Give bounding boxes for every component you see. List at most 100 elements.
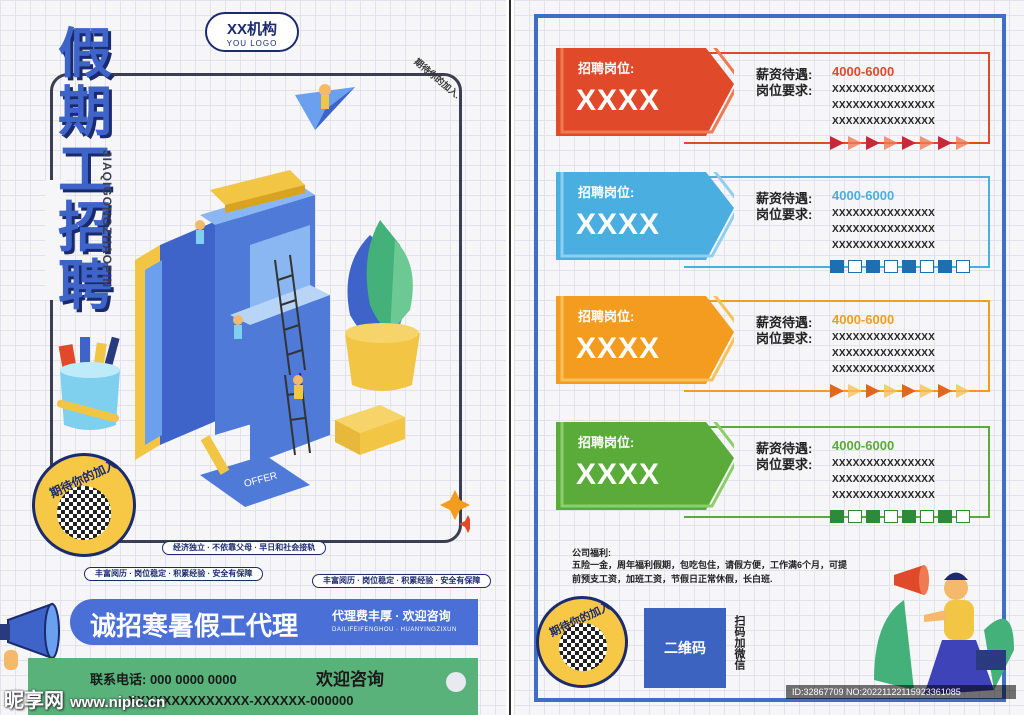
- salary-value: 4000-6000: [832, 64, 895, 79]
- poster-title: 假 期 工 招 聘: [58, 25, 126, 315]
- panel-divider: [509, 0, 511, 715]
- square-decor: [830, 260, 844, 273]
- square-decor: [956, 510, 970, 523]
- triangle-decor: [884, 384, 898, 398]
- triangle-decor: [884, 136, 898, 150]
- triangle-decor: [848, 136, 862, 150]
- poster-front: XX机构 YOU LOGO 假 期 工 招 聘 JIAQIGONGZHAOPIN…: [0, 0, 506, 715]
- title-pinyin: JIAQIGONGZHAOPIN: [100, 150, 114, 289]
- title-char: 期: [58, 80, 112, 143]
- salary-label: 薪资待遇:: [756, 67, 813, 82]
- requirement-line: XXXXXXXXXXXXXXX: [832, 348, 936, 359]
- title-char: 聘: [58, 254, 112, 317]
- requirement-line: XXXXXXXXXXXXXXX: [832, 364, 936, 375]
- checker-pattern: [559, 623, 607, 671]
- requirement-line: XXXXXXXXXXXXXXX: [832, 474, 936, 485]
- requirement-line: XXXXXXXXXXXXXXX: [832, 208, 936, 219]
- square-decor: [956, 260, 970, 273]
- decor-pattern: [830, 384, 970, 398]
- square-decor: [938, 260, 952, 273]
- requirement-label: 岗位要求:: [756, 83, 813, 98]
- logo-badge: XX机构 YOU LOGO: [205, 12, 299, 52]
- requirement-line: XXXXXXXXXXXXXXX: [832, 224, 936, 235]
- qr-note: 扫码加微信: [733, 615, 745, 670]
- salary-value: 4000-6000: [832, 312, 895, 327]
- requirement-line: XXXXXXXXXXXXXXX: [832, 490, 936, 501]
- job-title-tag: [556, 422, 734, 510]
- megaphone-icon: [0, 602, 60, 670]
- job-label: 招聘岗位:: [578, 435, 635, 450]
- logo-sub: YOU LOGO: [226, 39, 278, 48]
- triangle-decor: [938, 384, 952, 398]
- job-label: 招聘岗位:: [578, 309, 635, 324]
- requirement-line: XXXXXXXXXXXXXXX: [832, 240, 936, 251]
- join-us-stamp: 期待你的加入: [536, 596, 628, 688]
- welcome-text: 欢迎咨询: [316, 670, 384, 689]
- logo-name: XX机构: [226, 21, 277, 38]
- book-stack-icon: [135, 170, 330, 465]
- banner-main: 诚招寒暑假工代理: [90, 611, 299, 641]
- job-label: 招聘岗位:: [578, 61, 635, 76]
- salary-label: 薪资待遇:: [756, 315, 813, 330]
- triangle-decor: [902, 384, 916, 398]
- requirement-label: 岗位要求:: [756, 331, 813, 346]
- salary-label: 薪资待遇:: [756, 191, 813, 206]
- job-title: XXXX: [576, 208, 661, 241]
- plant-icon: [345, 220, 420, 391]
- dot-decor: [446, 672, 466, 692]
- square-decor: [866, 260, 880, 273]
- requirement-line: XXXXXXXXXXXXXXX: [832, 332, 936, 343]
- title-char: 工: [58, 138, 112, 201]
- benefits-title: 公司福利:: [572, 548, 611, 558]
- square-decor: [902, 510, 916, 523]
- salary-value: 4000-6000: [832, 438, 895, 453]
- banner-sub: 代理费丰厚 · 欢迎咨询: [332, 609, 451, 623]
- triangle-decor: [866, 136, 880, 150]
- requirement-label: 岗位要求:: [756, 207, 813, 222]
- paper-plane-icon: [295, 84, 355, 130]
- decor-pattern: [830, 260, 970, 274]
- poster-border: [534, 14, 1006, 702]
- slogan-chip: 丰富阅历 · 岗位稳定 · 积累经验 · 安全有保障: [84, 567, 264, 581]
- job-label: 招聘岗位:: [578, 185, 635, 200]
- square-decor: [920, 260, 934, 273]
- square-decor: [830, 510, 844, 523]
- job-title: XXXX: [576, 458, 661, 491]
- requirement-line: XXXXXXXXXXXXXXX: [832, 116, 936, 127]
- triangle-decor: [866, 384, 880, 398]
- triangle-decor: [956, 136, 970, 150]
- slogan-chip: 丰富阅历 · 岗位稳定 · 积累经验 · 安全有保障: [312, 574, 492, 588]
- requirement-line: XXXXXXXXXXXXXXX: [832, 84, 936, 95]
- qr-code[interactable]: 二维码: [644, 608, 726, 688]
- title-char: 假: [58, 22, 112, 85]
- watermark-brand: 昵享网: [4, 690, 64, 712]
- triangle-decor: [830, 136, 844, 150]
- banner-pinyin: DAILIFEIFENGHOU · HUANYINGZIXUN: [332, 627, 457, 633]
- job-title-tag: [556, 172, 734, 260]
- salary-value: 4000-6000: [832, 188, 895, 203]
- square-decor: [884, 260, 898, 273]
- square-decor: [938, 510, 952, 523]
- job-title: XXXX: [576, 332, 661, 365]
- contact-phone: 联系电话: 000 0000 0000: [90, 672, 237, 687]
- triangle-decor: [938, 136, 952, 150]
- triangle-decor: [920, 384, 934, 398]
- contact-footer: 联系电话: 000 0000 0000 欢迎咨询 XXXXXXXXXXXXXX-…: [28, 658, 478, 715]
- title-char: 招: [58, 196, 112, 259]
- slogan-chip: 经济独立 · 不依靠父母 · 早日和社会接轨: [162, 541, 327, 555]
- requirement-label: 岗位要求:: [756, 457, 813, 472]
- requirement-line: XXXXXXXXXXXXXXX: [832, 100, 936, 111]
- megaphone-person-illustration: [874, 565, 1014, 695]
- triangle-decor: [830, 384, 844, 398]
- square-decor: [884, 510, 898, 523]
- job-title-tag: [556, 48, 734, 136]
- benefits-body: 五险一金，周年福利假期，包吃包住，请假方便，工作满6个月，可提前预支工资，加班工…: [572, 560, 848, 584]
- square-decor: [920, 510, 934, 523]
- frame-gap: [45, 180, 65, 300]
- promo-banner: 诚招寒暑假工代理 代理费丰厚 · 欢迎咨询 DAILIFEIFENGHOU · …: [70, 599, 478, 645]
- square-decor: [848, 510, 862, 523]
- contact-address: XXXXXXXXXXXXXX-XXXXXX-000000: [128, 693, 354, 708]
- job-title: XXXX: [576, 84, 661, 117]
- checker-pattern: [57, 486, 111, 540]
